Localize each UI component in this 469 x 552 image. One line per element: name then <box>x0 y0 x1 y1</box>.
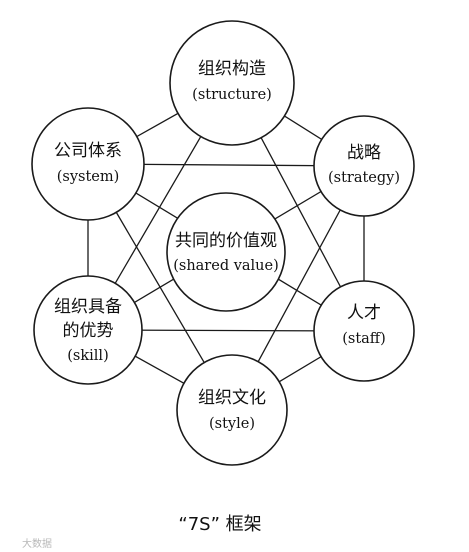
node-style-en: (style) <box>209 416 255 432</box>
node-strategy-cn: 战略 <box>347 143 381 163</box>
node-staff-circle <box>313 280 415 382</box>
node-shared-value-circle <box>166 192 286 312</box>
node-style-circle <box>176 354 288 466</box>
node-system-cn: 公司体系 <box>54 141 122 161</box>
diagram-caption: “7S” 框架 <box>178 514 261 535</box>
node-shared-value: 共同的价值观 (shared value) <box>166 192 286 312</box>
node-structure-cn: 组织构造 <box>198 59 266 79</box>
node-shared-value-en: (shared value) <box>173 258 279 274</box>
node-style: 组织文化 (style) <box>176 354 288 466</box>
node-staff-en: (staff) <box>342 331 386 347</box>
node-skill-cn-line1: 组织具备 <box>54 297 122 317</box>
node-structure-en: (structure) <box>192 87 272 103</box>
node-staff-cn: 人才 <box>347 303 381 323</box>
node-skill: 组织具备 的优势 (skill) <box>33 275 143 385</box>
node-skill-en: (skill) <box>67 348 108 364</box>
node-system: 公司体系 (system) <box>31 107 145 221</box>
node-staff: 人才 (staff) <box>313 280 415 382</box>
node-style-cn: 组织文化 <box>198 388 266 408</box>
node-shared-value-cn: 共同的价值观 <box>175 231 277 251</box>
node-system-en: (system) <box>57 169 120 185</box>
node-structure-circle <box>169 20 295 146</box>
node-system-circle <box>31 107 145 221</box>
node-strategy-en: (strategy) <box>328 170 400 186</box>
node-structure: 组织构造 (structure) <box>169 20 295 146</box>
node-skill-cn-line2: 的优势 <box>63 321 114 341</box>
node-strategy: 战略 (strategy) <box>313 115 415 217</box>
node-skill-circle <box>33 275 143 385</box>
node-strategy-circle <box>313 115 415 217</box>
watermark-text: 大数据 <box>22 537 52 550</box>
